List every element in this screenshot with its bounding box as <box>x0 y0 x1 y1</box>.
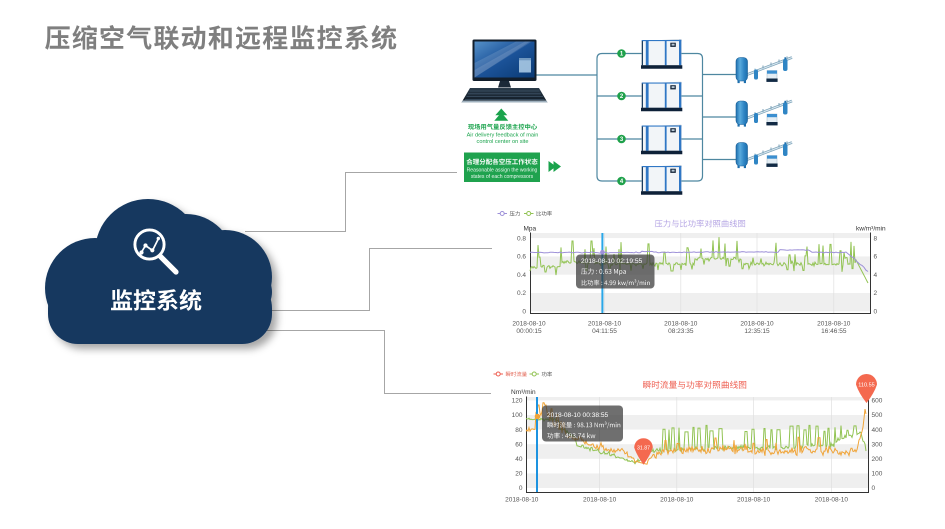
svg-text:2018-08-10: 2018-08-10 <box>588 321 622 328</box>
svg-text:110.55: 110.55 <box>858 382 874 388</box>
svg-text:2018-08-10: 2018-08-10 <box>512 321 546 328</box>
svg-text:100: 100 <box>872 471 883 478</box>
svg-text:100: 100 <box>512 412 523 419</box>
svg-text:8: 8 <box>874 235 878 242</box>
svg-text:2018-08-10: 2018-08-10 <box>505 497 539 504</box>
svg-text:2018-08-10: 2018-08-10 <box>664 321 698 328</box>
svg-text:40: 40 <box>515 456 523 463</box>
svg-text:2018-08-10: 2018-08-10 <box>815 497 849 504</box>
svg-text:20: 20 <box>515 471 523 478</box>
svg-text:400: 400 <box>872 427 883 434</box>
svg-text:2: 2 <box>620 94 624 100</box>
svg-text:Nm³/min: Nm³/min <box>511 389 536 396</box>
svg-text:3: 3 <box>620 137 624 143</box>
svg-text:0.4: 0.4 <box>517 272 526 279</box>
svg-text:control center on site: control center on site <box>477 139 529 145</box>
svg-text:1: 1 <box>620 52 624 58</box>
svg-text:60: 60 <box>515 441 523 448</box>
svg-text:0.2: 0.2 <box>517 290 526 297</box>
svg-text:0.8: 0.8 <box>517 235 526 242</box>
svg-text:4: 4 <box>620 179 624 185</box>
svg-text:08:23:35: 08:23:35 <box>668 328 694 335</box>
svg-text:600: 600 <box>872 398 883 405</box>
svg-text:500: 500 <box>872 412 883 419</box>
svg-text:16:46:55: 16:46:55 <box>821 328 847 335</box>
svg-text:0.6: 0.6 <box>517 254 526 261</box>
svg-text:0: 0 <box>874 309 878 316</box>
svg-text:00:00:15: 00:00:15 <box>516 328 542 335</box>
svg-text:0: 0 <box>519 485 523 492</box>
svg-text:04:11:55: 04:11:55 <box>592 328 617 335</box>
svg-text:200: 200 <box>872 456 883 463</box>
svg-text:31.87: 31.87 <box>637 445 650 451</box>
svg-text:0: 0 <box>522 309 526 316</box>
svg-text:80: 80 <box>515 427 523 434</box>
svg-text:2: 2 <box>874 290 878 297</box>
svg-text:2018-08-10 02:19:55: 2018-08-10 02:19:55 <box>581 258 643 265</box>
svg-text:300: 300 <box>872 441 883 448</box>
svg-text:120: 120 <box>512 398 523 405</box>
svg-text:Air delivery feedback of main: Air delivery feedback of main <box>467 133 539 139</box>
svg-text:12:35:15: 12:35:15 <box>744 328 770 335</box>
svg-text:kw/m³/min: kw/m³/min <box>856 226 886 233</box>
svg-text:0: 0 <box>872 485 876 492</box>
svg-text:2018-08-10: 2018-08-10 <box>740 321 774 328</box>
svg-text:Reasonable assign the working: Reasonable assign the working <box>467 168 538 174</box>
svg-text:2018-08-10 00:38:55: 2018-08-10 00:38:55 <box>547 412 609 419</box>
svg-text:Mpa: Mpa <box>524 226 537 233</box>
svg-text:4: 4 <box>874 272 878 279</box>
svg-text:2018-08-10: 2018-08-10 <box>583 497 617 504</box>
svg-text:2018-08-10: 2018-08-10 <box>817 321 851 328</box>
svg-text:2018-08-10: 2018-08-10 <box>737 497 771 504</box>
svg-text:states of each compressors: states of each compressors <box>471 174 534 180</box>
svg-text:2018-08-10: 2018-08-10 <box>660 497 694 504</box>
svg-text:6: 6 <box>874 254 878 261</box>
